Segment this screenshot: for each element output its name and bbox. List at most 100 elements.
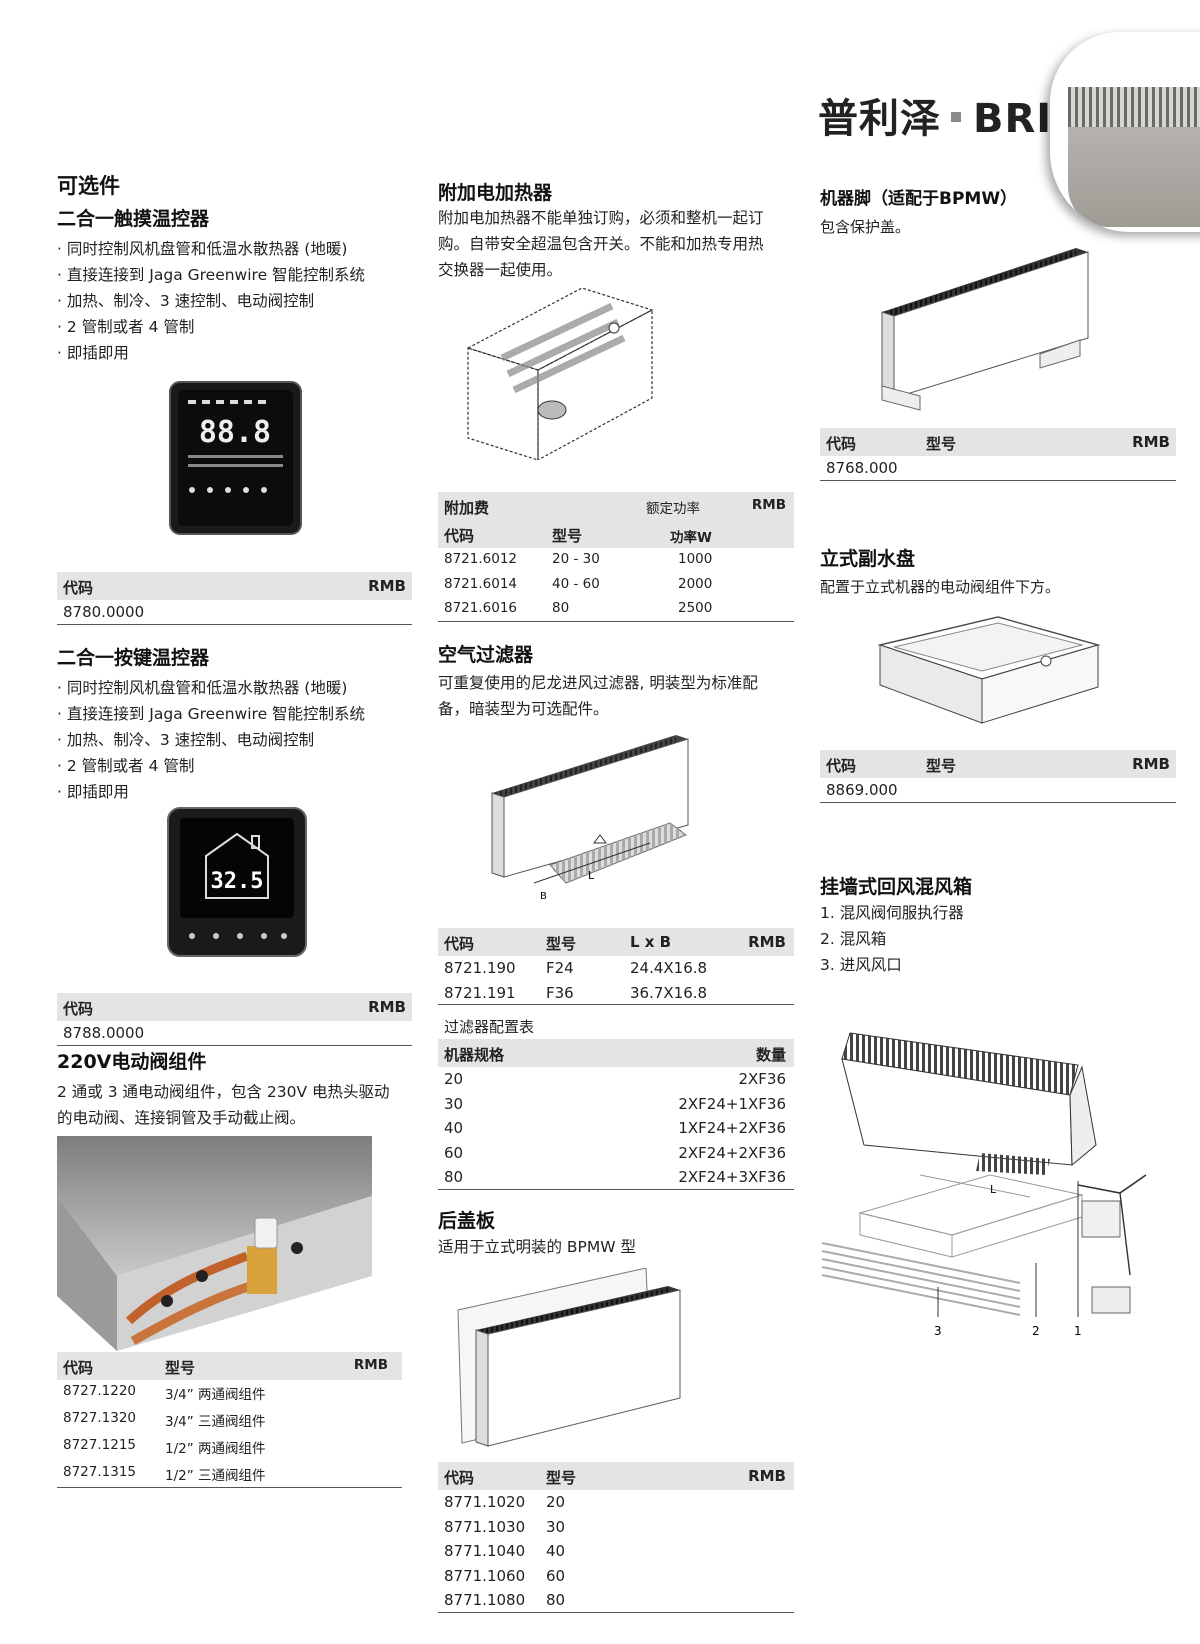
desc-line: 的电动阀、连接铜管及手动截止阀。	[57, 1109, 306, 1127]
cell-code: 8721.6016	[444, 600, 518, 616]
table-row: 80 2XF24+3XF36	[438, 1165, 794, 1190]
table-row: 8869.000	[820, 778, 1176, 803]
table-row: 8771.1020 20	[438, 1490, 794, 1515]
corner-product-image	[1050, 32, 1200, 232]
cell-qty: 1XF24+2XF36	[678, 1119, 786, 1137]
drip-tray-image	[878, 616, 1101, 724]
bullet: · 直接连接到 Jaga Greenwire 智能控制系统	[57, 705, 366, 723]
header-rmb: RMB	[368, 998, 406, 1016]
table-header: 代码 RMB	[57, 572, 412, 600]
touch-thermostat-bullets: · 同时控制风机盘管和低温水散热器 (地暖) · 直接连接到 Jaga Gree…	[57, 236, 365, 366]
bullet: · 2 管制或者 4 管制	[57, 318, 195, 336]
cell-lxb: 36.7X16.8	[630, 983, 708, 1002]
table-row: 30 2XF24+1XF36	[438, 1092, 794, 1117]
electric-heater-image	[466, 288, 654, 460]
brand-separator	[951, 112, 961, 122]
heater-desc: 附加电加热器不能单独订购，必须和整机一起订 购。自带安全超温包含开关。不能和加热…	[438, 205, 764, 283]
filter-table: 代码 型号 L x B RMB 8721.190 F24 24.4X16.8 8…	[438, 928, 794, 1005]
header-code: 代码	[826, 757, 857, 775]
table-row: 8721.6014 40 - 60 2000	[438, 573, 794, 598]
back-cover-desc: 适用于立式明装的 BPMW 型	[438, 1238, 637, 1256]
cell-model: 3/4” 两通阀组件	[165, 1387, 266, 1403]
callout-1: 1	[1074, 1324, 1082, 1338]
filter-title: 空气过滤器	[438, 644, 534, 666]
cell-model: 80	[552, 600, 570, 616]
section-title: 可选件	[57, 174, 120, 198]
table-row: 8727.1320 3/4” 三通阀组件	[57, 1407, 402, 1434]
cell-code: 8727.1315	[63, 1464, 137, 1480]
header-code: 代码	[63, 1359, 94, 1377]
cell-code: 8771.1060	[444, 1566, 526, 1585]
header-qty: 数量	[755, 1046, 786, 1064]
cell-code: 8771.1040	[444, 1542, 526, 1560]
config-title-row: 过滤器配置表	[438, 1013, 794, 1039]
filter-desc: 可重复使用的尼龙进风过滤器, 明装型为标准配 备，暗装型为可选配件。	[438, 670, 758, 722]
callout-3: 3	[934, 1324, 942, 1338]
cell-code: 8727.1320	[63, 1410, 137, 1426]
cell-code: 8721.6012	[444, 551, 518, 567]
table-row: 8788.0000	[57, 1021, 412, 1046]
header-model: 型号	[926, 435, 957, 453]
list-item: 3. 进风风口	[820, 956, 902, 974]
bullet: · 2 管制或者 4 管制	[57, 757, 195, 775]
feet-table: 代码 型号 RMB 8768.000	[820, 428, 1176, 481]
mixing-box-items: 1. 混风阀伺服执行器 2. 混风箱 3. 进风风口	[820, 900, 964, 978]
cell-code: 8721.190	[444, 959, 516, 977]
cell-model: 1/2” 三通阀组件	[165, 1468, 266, 1484]
header-code: 代码	[444, 1469, 475, 1487]
header-rmb: RMB	[751, 497, 786, 513]
touch-thermostat-title: 二合一触摸温控器	[57, 208, 210, 230]
header-code: 代码	[63, 1000, 94, 1018]
header-model: 型号	[546, 935, 577, 953]
list-item: 2. 混风箱	[820, 930, 887, 948]
table-header: 附加费 额定功率 RMB 代码 型号 功率W	[438, 492, 794, 548]
cell-qty: 2XF24+2XF36	[678, 1143, 786, 1162]
table-row: 40 1XF24+2XF36	[438, 1116, 794, 1141]
table-row: 8727.1315 1/2” 三通阀组件	[57, 1461, 402, 1488]
header-surcharge: 附加费	[444, 499, 490, 517]
table-row: 8721.190 F24 24.4X16.8	[438, 956, 794, 981]
header-code: 代码	[63, 579, 94, 597]
header-rmb: RMB	[1132, 755, 1170, 773]
cell-qty: 2XF24+3XF36	[678, 1168, 786, 1186]
table-row: 8771.1030 30	[438, 1515, 794, 1540]
cell-model: 3/4” 三通阀组件	[165, 1414, 266, 1430]
dim-l-label: L	[990, 1183, 997, 1196]
bullet: · 即插即用	[57, 783, 129, 801]
table-row: 8727.1220 3/4” 两通阀组件	[57, 1380, 402, 1407]
feet-title: 机器脚（适配于BPMW）	[820, 189, 1018, 209]
machine-feet-image	[881, 248, 1089, 411]
cell-code: 8780.0000	[63, 603, 145, 621]
cell-code: 8721.191	[444, 983, 516, 1002]
header-rmb: RMB	[353, 1357, 388, 1373]
desc-line: 交换器一起使用。	[438, 261, 563, 279]
button-thermostat-table: 代码 RMB 8788.0000	[57, 993, 412, 1046]
header-rmb: RMB	[748, 933, 786, 951]
table-row: 8721.6012 20 - 30 1000	[438, 548, 794, 573]
cell-model: 80	[546, 1591, 566, 1609]
filter-config-table: 过滤器配置表 机器规格 数量 20 2XF36 30 2XF24+1XF36 4…	[438, 1013, 794, 1190]
cell-power: 2000	[678, 575, 713, 592]
desc-line: 2 通或 3 通电动阀组件，包含 230V 电热头驱动	[57, 1083, 390, 1101]
dim-b-label: B	[540, 891, 547, 902]
cell-code: 8768.000	[826, 459, 898, 477]
header-spec: 机器规格	[444, 1046, 505, 1064]
cell-spec: 80	[444, 1168, 464, 1186]
drip-tray-desc: 配置于立式机器的电动阀组件下方。	[820, 578, 1061, 596]
valve-kit-title: 220V电动阀组件	[57, 1051, 207, 1073]
desc-line: 购。自带安全超温包含开关。不能和加热专用热	[438, 235, 764, 253]
desc-line: 备，暗装型为可选配件。	[438, 700, 609, 718]
cell-power: 2500	[678, 600, 713, 616]
button-thermostat-bullets: · 同时控制风机盘管和低温水散热器 (地暖) · 直接连接到 Jaga Gree…	[57, 675, 365, 805]
heater-title: 附加电加热器	[438, 182, 553, 204]
cell-model: 40	[546, 1542, 566, 1560]
cell-code: 8771.1080	[444, 1591, 526, 1609]
header-rmb: RMB	[748, 1467, 786, 1485]
drip-tray-table: 代码 型号 RMB 8869.000	[820, 750, 1176, 803]
table-header: 代码 型号 RMB	[820, 750, 1176, 778]
cell-spec: 20	[444, 1070, 464, 1088]
header-code: 代码	[444, 527, 475, 545]
table-row: 8727.1215 1/2” 两通阀组件	[57, 1434, 402, 1461]
table-row: 8771.1040 40	[438, 1539, 794, 1564]
mixing-box-title: 挂墙式回风混风箱	[820, 876, 973, 898]
